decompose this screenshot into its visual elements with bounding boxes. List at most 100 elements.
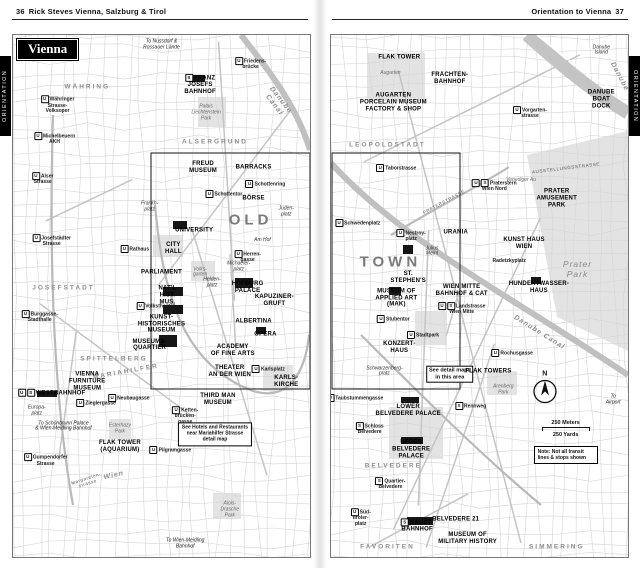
map-label: Danube Canal xyxy=(512,313,566,351)
ubahn-stop-icon: U xyxy=(40,95,49,104)
sbahn-stop-icon: S xyxy=(446,302,455,311)
scale-meters-label: 250 Meters xyxy=(551,420,580,427)
map-label: NAT'L HIST. MUS. xyxy=(158,285,177,306)
sbahn-stop-icon: S xyxy=(454,401,463,410)
sbahn-stop-icon: S xyxy=(26,388,35,397)
map-label: See Hotels and Restaurants near Mariahil… xyxy=(177,422,253,446)
map-label: To Wien-Meidling Bahnhof xyxy=(166,537,205,549)
map-label: KAPUZINER- GRUFT xyxy=(254,294,294,308)
ubahn-stop-icon: U xyxy=(120,244,129,253)
ubahn-stop-icon: U xyxy=(234,249,243,258)
ubahn-stop-icon: U xyxy=(376,164,385,173)
ubahn-stop-icon: U xyxy=(17,388,26,397)
map-label: Esterhazy Park xyxy=(108,422,132,435)
map-label: Helden- platz xyxy=(203,276,221,288)
map-label: JOSEFSTADT xyxy=(32,284,95,292)
page-title-right: Orientation to Vienna xyxy=(531,7,612,16)
transit-note: Note: Not all transit lines & stops show… xyxy=(533,446,598,465)
map-label: Schwarzenberg- platz xyxy=(366,364,403,377)
sbahn-stop-icon: S xyxy=(375,476,384,485)
map-label: UTaubstummengasse xyxy=(331,393,383,402)
ubahn-stop-icon: U xyxy=(396,229,405,238)
map-label: Palais Liechtenstein Park xyxy=(191,103,221,122)
map-label: LEOPOLDSTADT xyxy=(349,140,426,148)
compass-rose: N xyxy=(532,370,558,409)
ubahn-stop-icon: U xyxy=(32,234,41,243)
map-label: CITY HALL xyxy=(164,242,182,256)
map-label: TOWN xyxy=(359,253,422,271)
map-label: Margareten- strasse xyxy=(70,471,102,489)
page-number-right: 37 xyxy=(615,7,624,16)
ubahn-stop-icon: U xyxy=(149,445,158,454)
ubahn-stop-icon: U xyxy=(136,302,145,311)
map-label: Venediger Au xyxy=(506,177,537,184)
map-label: MARIAHILFER xyxy=(92,362,160,381)
scale-yards-label: 250 Yards xyxy=(552,432,579,439)
map-label: HOFBURG PALACE xyxy=(231,281,264,295)
map-label: MUSEUM OF APPLIED ART (MAK) xyxy=(375,288,418,309)
map-title: Vienna xyxy=(15,38,80,61)
map-label: WIEN MITTE BAHNHOF & CAT xyxy=(435,283,488,297)
map-label: To Airport xyxy=(605,393,621,406)
ubahn-stop-icon: U xyxy=(335,218,344,227)
ubahn-stop-icon: U xyxy=(31,171,40,180)
orientation-tab-right: ORIENTATION xyxy=(629,56,640,136)
ubahn-stop-icon: U xyxy=(33,132,42,141)
map-label: Prater Park xyxy=(562,259,593,279)
ubahn-stop-icon: U xyxy=(437,302,446,311)
map-label: ST. STEPHEN'S xyxy=(390,270,427,284)
map-label: FREUD MUSEUM xyxy=(189,161,218,175)
map-scale: 250 Meters 250 Yards xyxy=(541,420,590,439)
scale-bar xyxy=(541,427,590,432)
map-label: KARLS- KIRCHE xyxy=(274,375,299,389)
map-label: Radetzkyplatz xyxy=(492,258,526,265)
map-label: FLAK TOWER (AQUARIUM) xyxy=(98,440,141,454)
map-label: DANUBE BOAT DOCK xyxy=(587,89,615,110)
ubahn-stop-icon: U xyxy=(108,393,117,402)
map-label: WÄHRING xyxy=(64,83,111,91)
sbahn-stop-icon: S xyxy=(481,179,489,188)
map-label: Danube Canal xyxy=(264,85,294,117)
page-title-left: Rick Steves Vienna, Salzburg & Tirol xyxy=(28,7,167,16)
map-label: AUSSTELLUNGSSTRASSE xyxy=(531,161,600,175)
ubahn-stop-icon: U xyxy=(350,508,359,517)
map-label: BELVEDERE xyxy=(364,461,422,469)
ubahn-stop-icon: U xyxy=(377,315,386,324)
map-label: Europa- platz xyxy=(27,404,46,416)
map-label: THEATER AN DER WIEN xyxy=(208,364,252,378)
map-label: MUSEUMS- QUARTIER xyxy=(132,338,167,352)
map-label: FLAK TOWER xyxy=(378,55,421,62)
map-label: PARLIAMENT xyxy=(141,269,182,276)
ubahn-stop-icon: U xyxy=(21,309,30,318)
ubahn-stop-icon: U xyxy=(245,179,254,188)
map-label: Michaeler- platz xyxy=(227,260,251,273)
ubahn-stop-icon: U xyxy=(234,56,243,65)
map-label: BARRACKS xyxy=(235,164,272,171)
ubahn-stop-icon: U xyxy=(407,331,416,340)
map-label: Juden- platz xyxy=(278,205,294,218)
